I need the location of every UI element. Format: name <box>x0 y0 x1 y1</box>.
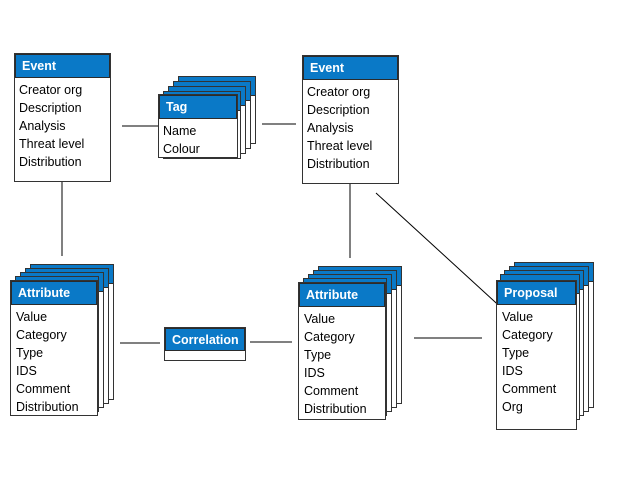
attribute-field: Value <box>304 312 336 326</box>
attribute-field: Comment <box>16 382 71 396</box>
correlation-header: Correlation <box>165 328 245 351</box>
event-field: Creator org <box>19 83 83 97</box>
proposal-fields: Value Category Type IDS Comment Org <box>497 305 576 416</box>
attribute-field: Type <box>304 348 332 362</box>
attribute-entity-right: Attribute Value Category Type IDS Commen… <box>298 282 386 420</box>
attribute-field: Distribution <box>304 402 367 416</box>
event-field: Threat level <box>19 137 85 151</box>
attribute-field: Value <box>16 310 48 324</box>
tag-header: Tag <box>159 95 237 119</box>
event-field: Creator org <box>307 85 371 99</box>
event-fields: Creator org Description Analysis Threat … <box>303 80 398 173</box>
attribute-field: Type <box>16 346 44 360</box>
attribute-header: Attribute <box>11 281 97 305</box>
tag-fields: Name Colour <box>159 119 237 158</box>
event-field: Description <box>307 103 370 117</box>
event-field: Description <box>19 101 82 115</box>
attribute-entity-left: Attribute Value Category Type IDS Commen… <box>10 280 98 416</box>
event-header: Event <box>15 54 110 78</box>
proposal-field: Value <box>502 310 534 324</box>
event-header: Event <box>303 56 398 80</box>
proposal-field: Org <box>502 400 523 414</box>
proposal-field: IDS <box>502 364 523 378</box>
tag-field: Colour <box>163 142 200 156</box>
proposal-field: Comment <box>502 382 557 396</box>
event-field: Distribution <box>307 157 370 171</box>
tag-entity: Tag Name Colour <box>158 94 238 158</box>
event-field: Distribution <box>19 155 82 169</box>
proposal-header: Proposal <box>497 281 576 305</box>
tag-field: Name <box>163 124 197 138</box>
attribute-fields: Value Category Type IDS Comment Distribu… <box>11 305 97 416</box>
attribute-header: Attribute <box>299 283 385 307</box>
attribute-field: Category <box>304 330 355 344</box>
attribute-field: IDS <box>304 366 325 380</box>
event-entity-left: Event Creator org Description Analysis T… <box>14 53 111 182</box>
event-field: Analysis <box>19 119 66 133</box>
proposal-entity: Proposal Value Category Type IDS Comment… <box>496 280 577 430</box>
attribute-field: Distribution <box>16 400 79 414</box>
event-field: Analysis <box>307 121 354 135</box>
event-entity-right: Event Creator org Description Analysis T… <box>302 55 399 184</box>
proposal-field: Category <box>502 328 553 342</box>
attribute-fields: Value Category Type IDS Comment Distribu… <box>299 307 385 418</box>
correlation-entity: Correlation <box>164 327 246 361</box>
event-fields: Creator org Description Analysis Threat … <box>15 78 110 171</box>
attribute-field: Category <box>16 328 67 342</box>
link-event-proposal <box>375 192 507 313</box>
proposal-field: Type <box>502 346 530 360</box>
event-field: Threat level <box>307 139 373 153</box>
attribute-field: IDS <box>16 364 37 378</box>
attribute-field: Comment <box>304 384 359 398</box>
